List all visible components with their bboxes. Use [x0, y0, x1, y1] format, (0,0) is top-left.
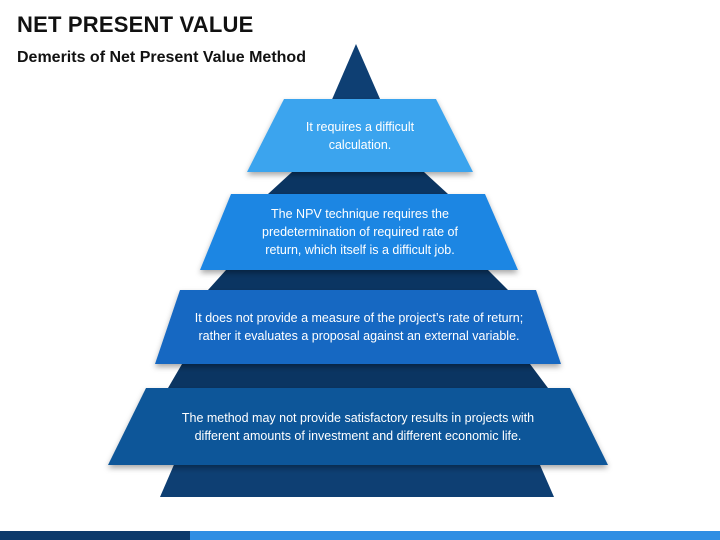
band-3-text: It does not provide a measure of the pro… [194, 311, 524, 343]
page-title: NET PRESENT VALUE [17, 12, 254, 37]
pyramid-gap-2 [208, 270, 508, 290]
pyramid-gap-3 [168, 364, 548, 388]
band-2-text: The NPV technique requires the predeterm… [262, 207, 458, 257]
page-subtitle: Demerits of Net Present Value Method [17, 49, 306, 66]
pyramid-band-1 [247, 99, 473, 172]
band-1-text: It requires a difficult calculation. [305, 120, 415, 152]
band-4-text: The method may not provide satisfactory … [181, 411, 535, 443]
pyramid-gap-1 [268, 172, 448, 194]
pyramid-band-4 [108, 388, 608, 465]
pyramid-band-2 [200, 194, 518, 270]
footer-bar-dark [0, 531, 190, 540]
pyramid-band-3 [155, 290, 561, 364]
footer-bar-light [190, 531, 720, 540]
